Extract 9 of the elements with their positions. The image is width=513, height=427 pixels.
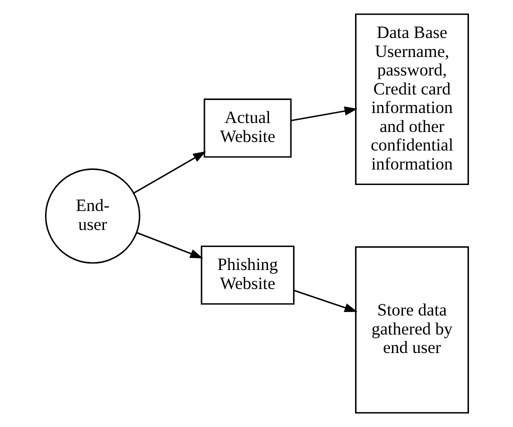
arrow	[132, 151, 206, 194]
arrow	[290, 106, 358, 122]
node-box: Store data gathered by end user	[354, 246, 468, 414]
arrow	[293, 290, 358, 312]
arrow	[136, 232, 203, 258]
node-box: Data Base Username, password, Credit card information and other confidential information	[354, 13, 468, 186]
node-box: Phishing Website	[200, 246, 294, 305]
node-box: Actual Website	[203, 98, 292, 158]
node-circle: End-user	[44, 168, 140, 264]
